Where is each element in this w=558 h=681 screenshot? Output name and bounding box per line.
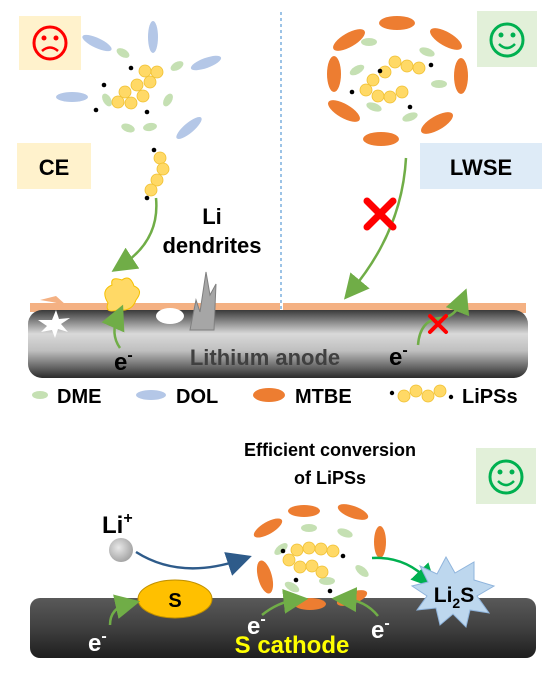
cathode-electron-label-1: e- bbox=[88, 628, 107, 657]
cathode-label: S cathode bbox=[235, 632, 350, 659]
legend-dme-label: DME bbox=[57, 386, 101, 408]
conversion-cluster bbox=[253, 504, 386, 610]
li-ion-label: Li+ bbox=[102, 510, 133, 539]
lwse-label: LWSE bbox=[450, 155, 512, 180]
happy-face-icon bbox=[476, 448, 536, 504]
legend-mtbe-swatch bbox=[253, 388, 285, 402]
ce-label: CE bbox=[39, 155, 70, 180]
li-dendrite bbox=[189, 271, 217, 331]
li-ion-arrow bbox=[135, 550, 252, 576]
conversion-title-line1: Efficient conversion bbox=[244, 440, 416, 460]
lwse-electron-label: e- bbox=[389, 342, 408, 371]
happy-face-icon bbox=[477, 11, 537, 67]
legend-dol-swatch bbox=[136, 390, 166, 400]
ce-migration-arrow bbox=[111, 197, 158, 272]
surface-pits bbox=[38, 296, 184, 338]
dendrite-label-line2: dendrites bbox=[162, 233, 261, 258]
conversion-title-line2: of LiPSs bbox=[294, 468, 366, 488]
ce-label-box bbox=[17, 143, 91, 189]
cathode-electron-arrow-1 bbox=[108, 594, 141, 626]
legend-dol-label: DOL bbox=[176, 386, 218, 408]
sei-layer-right bbox=[283, 303, 526, 313]
cathode-electron-arrow-3 bbox=[331, 587, 379, 617]
sei-layer-left bbox=[30, 303, 280, 312]
cathode-electron-arrow-2 bbox=[261, 588, 309, 616]
ce-electron-label: e- bbox=[114, 347, 133, 376]
lwse-label-box bbox=[420, 143, 542, 189]
legend-lips-label: LiPSs bbox=[462, 386, 518, 408]
li2s-product: Li2S bbox=[410, 555, 496, 628]
lwse-electron-arrow bbox=[416, 288, 470, 346]
lithium-anode bbox=[28, 310, 528, 378]
anode-label: Lithium anode bbox=[190, 345, 340, 370]
ce-solvent-cluster bbox=[56, 21, 222, 201]
cathode-electron-label-2: e- bbox=[247, 611, 266, 640]
sulfur-label: S bbox=[168, 590, 181, 612]
legend-dme-swatch bbox=[32, 391, 48, 399]
red-cross-icon bbox=[363, 197, 397, 231]
lwse-solvation-cluster bbox=[327, 16, 468, 146]
li-ion-sphere bbox=[109, 538, 133, 562]
legend: DME DOL MTBE LiPSs bbox=[32, 384, 518, 408]
legend-mtbe-label: MTBE bbox=[295, 386, 352, 408]
ce-electron-arrow bbox=[101, 304, 125, 349]
cathode-electron-label-3: e- bbox=[371, 615, 390, 644]
li2s-label: Li2S bbox=[434, 584, 474, 611]
dendrite-label-line1: Li bbox=[202, 204, 222, 229]
electron-blocked-icon bbox=[428, 314, 448, 334]
sad-face-icon bbox=[19, 16, 81, 70]
legend-lips-swatch bbox=[389, 384, 454, 403]
li2s-formation-arrow bbox=[371, 556, 437, 590]
lwse-arrow bbox=[344, 157, 408, 300]
